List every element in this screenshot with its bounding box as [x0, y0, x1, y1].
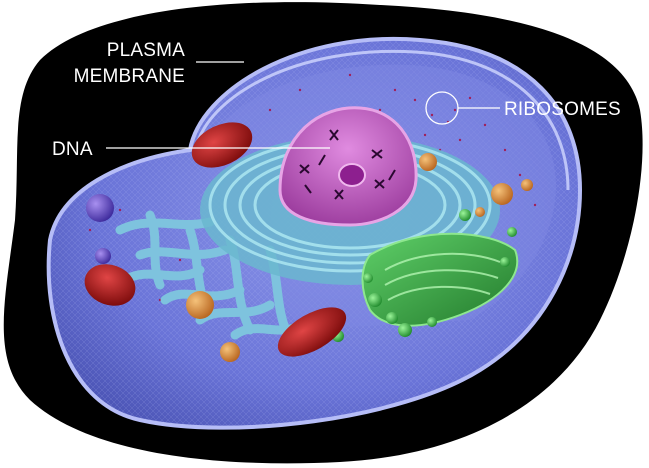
- dna-label: DNA: [52, 139, 93, 160]
- golgi-apparatus: [361, 232, 519, 327]
- chromatin-dna: [299, 129, 396, 200]
- ribosomes-label: RIBOSOMES: [504, 99, 621, 120]
- mitochondrion: [84, 264, 136, 306]
- mitochondrion: [277, 307, 347, 357]
- nucleus: [278, 106, 418, 227]
- plasma-membrane-label: MEMBRANE: [74, 66, 185, 87]
- vesicles: [86, 194, 114, 264]
- nucleolus: [338, 163, 366, 187]
- plasma-membrane-label: PLASMA: [107, 40, 185, 61]
- leader-lines: [106, 61, 500, 149]
- mitochondrion: [191, 122, 253, 168]
- lysosomes: [186, 153, 533, 362]
- membrane-rim: [193, 49, 570, 191]
- mitochondria: [84, 122, 347, 357]
